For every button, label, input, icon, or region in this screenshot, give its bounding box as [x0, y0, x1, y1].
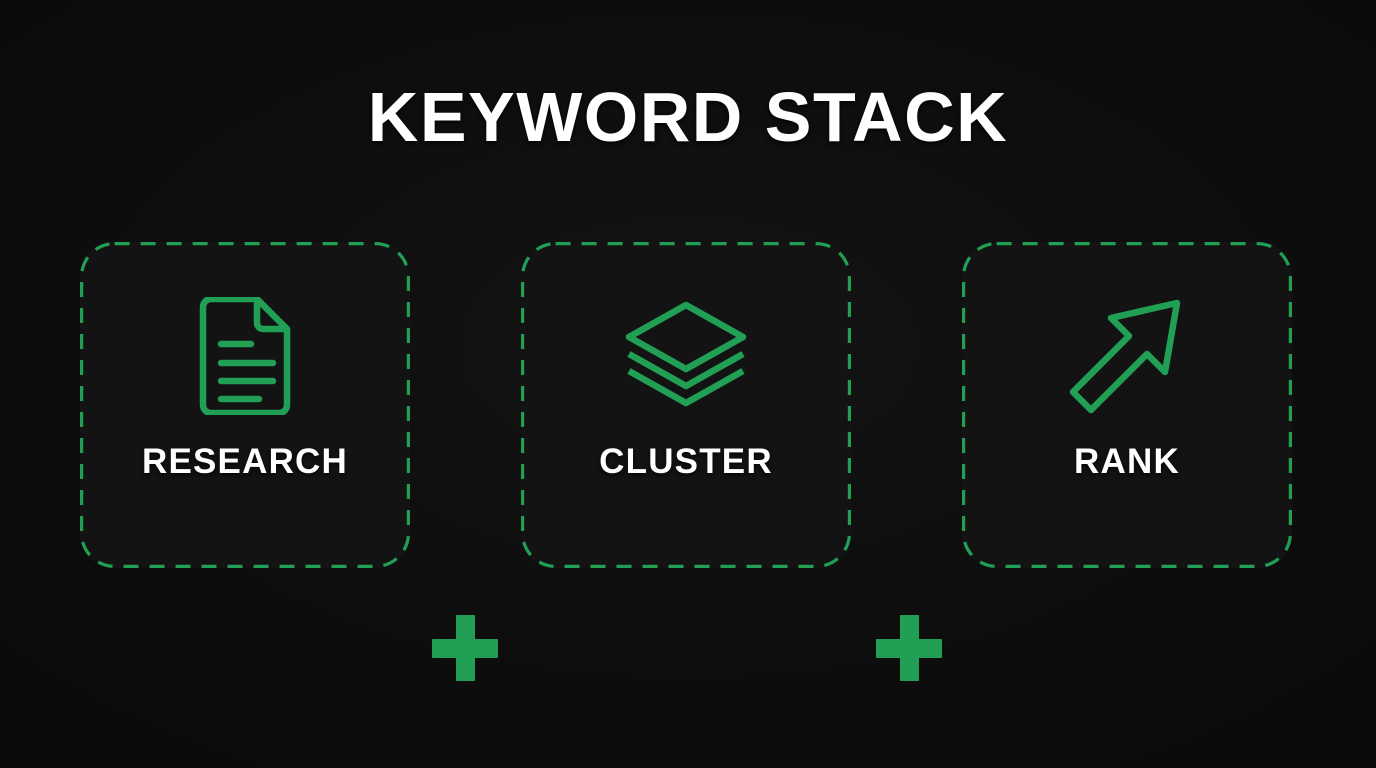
step-label-cluster: CLUSTER	[599, 442, 773, 481]
step-label-research: RESEARCH	[141, 442, 348, 481]
page-title: KEYWORD STACK	[367, 78, 1009, 156]
step-icon-wrap	[623, 296, 749, 416]
step-label-rank: RANK	[1074, 442, 1180, 481]
plus-vertical-bar	[900, 615, 919, 681]
plus-icon	[432, 615, 498, 681]
arrow-up-right-icon	[1069, 299, 1181, 414]
document-icon	[199, 297, 291, 415]
step-card-research[interactable]: RESEARCH	[80, 242, 410, 568]
step-card-rank[interactable]: RANK	[962, 242, 1292, 568]
plus-icon	[876, 615, 942, 681]
steps-row: RESEARCH CLUSTER	[0, 242, 1376, 681]
layers-stack-icon	[625, 301, 747, 407]
plus-vertical-bar	[456, 615, 475, 681]
step-icon-wrap	[1065, 296, 1189, 416]
step-card-cluster[interactable]: CLUSTER	[521, 242, 851, 568]
step-icon-wrap	[195, 296, 295, 416]
